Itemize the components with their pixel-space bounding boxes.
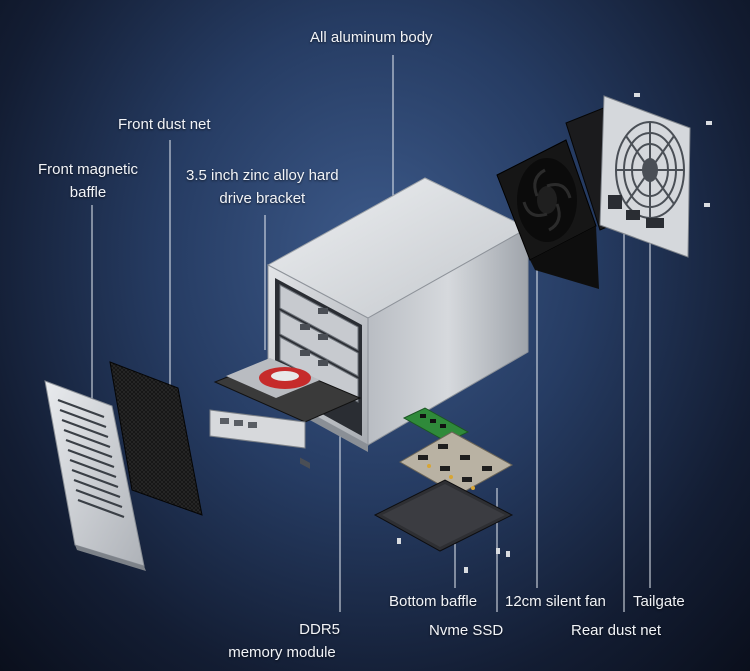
label-all-aluminum-body: All aluminum body bbox=[310, 26, 433, 49]
label-line-1: Front magnetic bbox=[38, 161, 139, 178]
label-hdd-bracket: 3.5 inch zinc alloy hard drive bracket bbox=[186, 164, 339, 210]
hard-drive-icon bbox=[209, 358, 362, 449]
drive-bays bbox=[279, 284, 359, 469]
label-line-2: drive bracket bbox=[219, 190, 306, 207]
front-dust-net-part bbox=[109, 361, 203, 516]
label-text: Nvme SSD bbox=[429, 622, 504, 639]
label-bottom-baffle: Bottom baffle bbox=[389, 590, 477, 613]
aluminum-body-part bbox=[266, 177, 530, 469]
label-line-2: memory module bbox=[228, 644, 336, 661]
label-front-magnetic-baffle: Front magnetic baffle bbox=[38, 158, 138, 204]
label-line-1: DDR5 bbox=[299, 621, 340, 638]
label-ddr5-memory-module: DDR5 memory module bbox=[222, 618, 342, 664]
label-text: All aluminum body bbox=[310, 29, 433, 46]
label-text: Front dust net bbox=[118, 116, 211, 133]
label-nvme-ssd: Nvme SSD bbox=[429, 619, 503, 642]
label-tailgate: Tailgate bbox=[633, 590, 685, 613]
label-silent-fan: 12cm silent fan bbox=[505, 590, 606, 613]
tailgate-part bbox=[599, 95, 691, 258]
label-text: Rear dust net bbox=[571, 622, 662, 639]
label-line-1: 3.5 inch zinc alloy hard bbox=[186, 167, 339, 184]
label-front-dust-net: Front dust net bbox=[118, 113, 211, 136]
label-text: Bottom baffle bbox=[389, 593, 478, 610]
fan-icon bbox=[496, 139, 599, 289]
label-text: 12cm silent fan bbox=[505, 593, 606, 610]
screw-icon bbox=[397, 93, 712, 573]
label-rear-dust-net: Rear dust net bbox=[571, 619, 661, 642]
bottom-baffle-part bbox=[373, 479, 514, 552]
label-text: Tailgate bbox=[633, 593, 685, 610]
front-magnetic-baffle-part bbox=[44, 380, 146, 571]
label-line-2: baffle bbox=[69, 184, 107, 201]
